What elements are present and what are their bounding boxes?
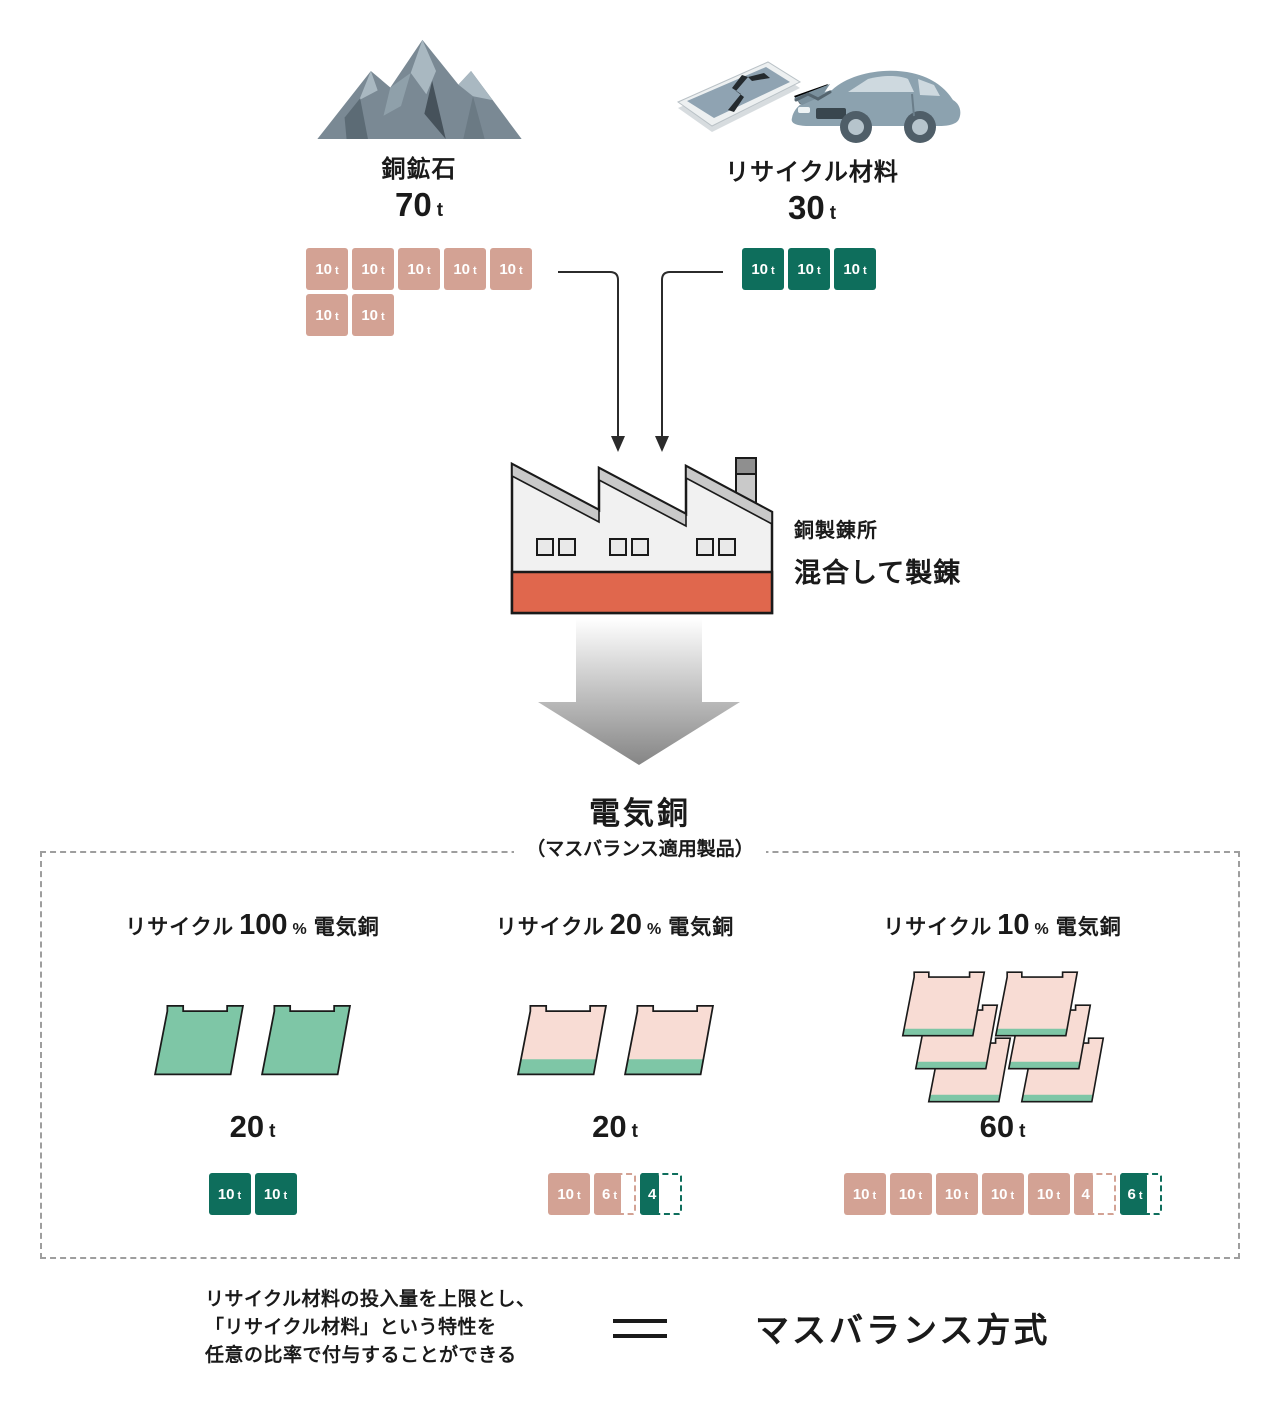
- recycled-materials-icon: [676, 61, 961, 143]
- input-flow-arrows: [558, 271, 723, 452]
- product-title: リサイクル 20 % 電気銅: [495, 909, 735, 941]
- mountain-icon: [316, 39, 522, 140]
- recycled-tonnage: 30: [787, 189, 825, 226]
- copper-ore-unit: t: [436, 200, 444, 221]
- down-arrowhead-icon: [611, 436, 625, 452]
- copper-cathode-icon: [901, 971, 985, 1037]
- output-arrow-icon: [538, 618, 740, 765]
- smelter-labels: 銅製錬所 混合して製錬: [794, 514, 961, 590]
- cathode-plate: [255, 997, 357, 1078]
- footnote: リサイクル材料の投入量を上限とし、 「リサイクル材料」という特性を 任意の比率で…: [205, 1289, 536, 1366]
- damaged-car-icon: [791, 70, 961, 143]
- equals-sign: [613, 1319, 667, 1338]
- cathode-plate: [618, 997, 720, 1078]
- down-arrowhead-icon: [655, 436, 669, 452]
- cathode-plate: [511, 997, 613, 1078]
- product-title: リサイクル 100 % 電気銅: [125, 909, 380, 941]
- cathode-group: [896, 964, 1110, 1114]
- cathode-plate: [148, 997, 250, 1078]
- cracked-phone-icon: [676, 61, 802, 132]
- copper-cathode-icon: [516, 1004, 607, 1076]
- copper-ore-tonnage: 70: [394, 186, 432, 223]
- product-title: リサイクル 10 % 電気銅: [883, 909, 1122, 941]
- copper-cathode-icon: [260, 1004, 352, 1076]
- copper-cathode-icon: [623, 1004, 714, 1076]
- cathode-group: [60, 997, 445, 1078]
- recycled-label: リサイクル材料: [725, 159, 899, 186]
- recycled-unit: t: [829, 203, 837, 224]
- cathode-group: [440, 997, 790, 1078]
- factory-icon: [510, 457, 774, 615]
- copper-cathode-icon: [994, 971, 1078, 1037]
- copper-cathode-icon: [153, 1004, 245, 1076]
- mass-balance-label: マスバランス方式: [755, 1312, 1051, 1350]
- output-title: 電気銅: [589, 796, 691, 831]
- cathode-plate: [896, 964, 991, 1039]
- smelter-process: 混合して製錬: [794, 558, 962, 588]
- smelter-name: 銅製錬所: [794, 520, 878, 542]
- copper-ore-label: 銅鉱石: [381, 156, 457, 183]
- cathode-plate: [989, 964, 1084, 1039]
- output-subtitle: （マスバランス適用製品）: [440, 834, 840, 861]
